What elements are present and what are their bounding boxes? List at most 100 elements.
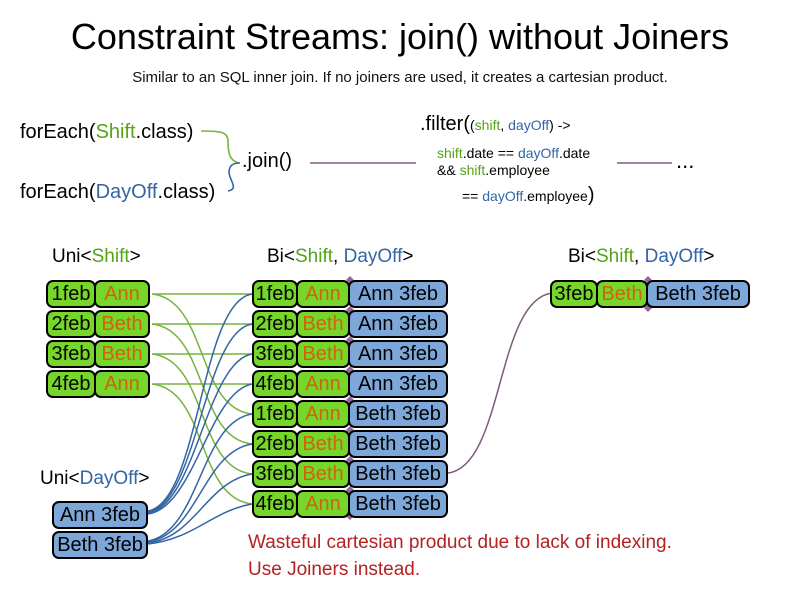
uni-dayoff-row: Ann 3feb xyxy=(52,501,148,529)
uni-dayoff-row: Beth 3feb xyxy=(52,531,148,559)
shift-date-cell: 3feb xyxy=(252,340,298,368)
dayoff-param-token: dayOff xyxy=(508,117,550,133)
dayoff-type-token: DayOff xyxy=(79,468,139,489)
shift-employee-cell: Ann xyxy=(296,490,350,518)
shift-date-cell: 2feb xyxy=(46,310,96,338)
header-text: > xyxy=(402,246,414,267)
code-text: forEach( xyxy=(20,121,96,143)
page-subtitle: Similar to an SQL inner join. If no join… xyxy=(132,69,668,86)
join-brace-dayoff-connector xyxy=(227,162,241,192)
join-brace-shift-connector xyxy=(200,130,240,164)
bi-cartesian-header: Bi<Shift, DayOff> xyxy=(267,246,413,268)
shift-date-cell: 3feb xyxy=(550,280,598,308)
shift-param-token: shift xyxy=(437,145,463,161)
code-filter-line1: .filter((shift, dayOff) -> xyxy=(420,113,571,136)
shift-employee-cell: Ann xyxy=(296,400,350,428)
header-text: , xyxy=(634,246,645,267)
shift-employee-cell: Beth xyxy=(94,310,150,338)
dayoff-cell: Ann 3feb xyxy=(348,340,448,368)
dayoff-cell: Beth 3feb xyxy=(348,460,448,488)
dayoff-cell: Ann 3feb xyxy=(348,370,448,398)
dayoff-cell: Beth 3feb xyxy=(646,280,750,308)
header-text: , xyxy=(333,246,344,267)
code-filter-line4: == dayOff.employee) xyxy=(462,184,595,207)
shift-date-cell: 3feb xyxy=(46,340,96,368)
code-filter-line3: && shift.employee xyxy=(437,162,550,178)
warning-text: Wasteful cartesian product due to lack o… xyxy=(248,529,672,583)
header-text: > xyxy=(703,246,715,267)
dayoff-cell: Beth 3feb xyxy=(348,430,448,458)
dayoff-cell: Ann 3feb xyxy=(52,501,148,529)
shift-type-token: Shift xyxy=(91,246,130,267)
shift-date-cell: 4feb xyxy=(252,490,298,518)
shift-employee-cell: Beth xyxy=(94,340,150,368)
shift-employee-cell: Beth xyxy=(596,280,648,308)
shift-employee-cell: Beth xyxy=(296,460,350,488)
shift-to-bi-connectors xyxy=(151,293,253,505)
bi-to-result-connector xyxy=(447,292,553,474)
filter-open-token: .filter( xyxy=(420,113,470,135)
shift-employee-cell: Ann xyxy=(94,280,150,308)
shift-date-cell: 3feb xyxy=(252,460,298,488)
dayoff-cell: Ann 3feb xyxy=(348,280,448,308)
code-filter-line2: shift.date == dayOff.date xyxy=(437,145,590,161)
code-text: .date == xyxy=(462,145,518,161)
dayoff-type-token: DayOff xyxy=(95,181,158,203)
dayoff-cell: Ann 3feb xyxy=(348,310,448,338)
dayoff-cell: Beth 3feb xyxy=(52,531,148,559)
dayoff-param-token: dayOff xyxy=(482,188,524,204)
dayoff-param-token: dayOff xyxy=(517,145,559,161)
shift-employee-cell: Ann xyxy=(94,370,150,398)
filter-close-token: ) xyxy=(587,184,595,206)
code-text: && xyxy=(437,162,460,178)
code-text: forEach( xyxy=(20,181,96,203)
dayoff-type-token: DayOff xyxy=(343,246,403,267)
bi-result-header: Bi<Shift, DayOff> xyxy=(568,246,714,268)
header-text: Uni< xyxy=(40,468,80,489)
shift-date-cell: 2feb xyxy=(252,310,298,338)
code-text: == xyxy=(462,188,483,204)
warning-line: Wasteful cartesian product due to lack o… xyxy=(248,532,672,553)
code-text: , xyxy=(500,117,509,133)
shift-employee-cell: Beth xyxy=(296,340,350,368)
dayoff-cell: Beth 3feb xyxy=(348,490,448,518)
shift-date-cell: 4feb xyxy=(46,370,96,398)
shift-employee-cell: Beth xyxy=(296,310,350,338)
header-text: Uni< xyxy=(52,246,92,267)
warning-line: Use Joiners instead. xyxy=(248,559,421,580)
shift-param-token: shift xyxy=(459,162,486,178)
code-text: .date xyxy=(558,145,591,161)
shift-type-token: Shift xyxy=(295,246,334,267)
code-text: .employee xyxy=(523,188,588,204)
shift-date-cell: 1feb xyxy=(252,280,298,308)
code-text: .class) xyxy=(135,121,194,143)
dayoff-cell: Beth 3feb xyxy=(348,400,448,428)
shift-type-token: Shift xyxy=(596,246,635,267)
code-ellipsis: ... xyxy=(676,148,695,173)
dayoff-type-token: DayOff xyxy=(644,246,704,267)
code-text: ) -> xyxy=(549,117,571,133)
shift-date-cell: 4feb xyxy=(252,370,298,398)
uni-dayoff-header: Uni<DayOff> xyxy=(40,468,150,490)
code-foreach-dayoff: forEach(DayOff.class) xyxy=(20,181,215,204)
shift-date-cell: 2feb xyxy=(252,430,298,458)
header-text: Bi< xyxy=(267,246,295,267)
page-title: Constraint Streams: join() without Joine… xyxy=(70,16,730,57)
shift-employee-cell: Beth xyxy=(296,430,350,458)
code-text: ( xyxy=(470,117,475,133)
header-text: > xyxy=(129,246,141,267)
shift-param-token: shift xyxy=(474,117,501,133)
shift-date-cell: 1feb xyxy=(252,400,298,428)
code-foreach-shift: forEach(Shift.class) xyxy=(20,121,193,144)
